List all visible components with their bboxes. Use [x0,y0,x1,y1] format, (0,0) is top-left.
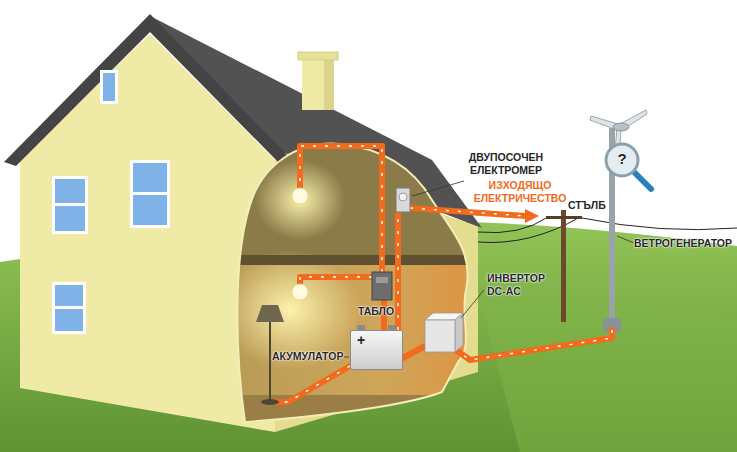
terminal-sign: + [357,333,365,348]
panel-label: ТАБЛО [358,305,394,317]
lamps [256,188,308,405]
windows [52,70,170,334]
battery-box: + [350,330,403,370]
meter-label: ДВУПОСОЧЕН ЕЛЕКТРОМЕР [456,151,556,177]
turbine-label: ВЕТРОГЕНЕРАТОР [634,237,732,249]
wind-turbine [590,110,651,332]
outgoing-arrowhead [525,209,539,223]
gable-wall [20,34,275,432]
question-mark: ? [616,151,628,167]
pole-label: СТЪЛБ [568,199,606,211]
outgoing-label: ИЗХОДЯЩО ЕЛЕКТРИЧЕСТВО [465,179,575,205]
power-pole [546,210,582,322]
chimney [298,52,338,110]
power-wires [272,146,612,402]
inverter-label: ИНВЕРТОР DC-AC [487,272,553,298]
equipment [357,188,463,352]
cutaway-interior [220,130,490,435]
roof-edge [4,14,292,166]
battery-label: АКУМУЛАТОР [272,350,343,362]
